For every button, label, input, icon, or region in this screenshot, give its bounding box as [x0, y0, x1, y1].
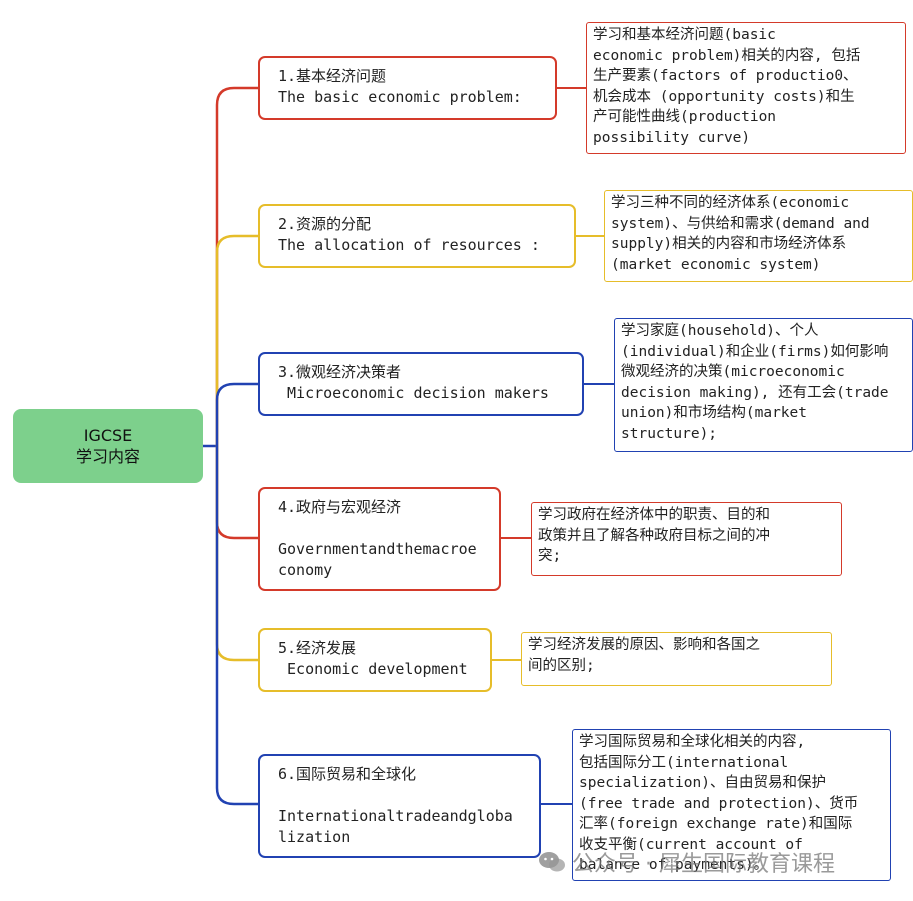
topic-subtitle: Economic development: [278, 660, 468, 678]
topic-title: 2.资源的分配: [278, 215, 372, 233]
topic-note-1: 学习和基本经济问题(basic economic problem)相关的内容, …: [586, 22, 906, 154]
topic-node-3: 3.微观经济决策者 Microeconomic decision makers: [258, 352, 584, 416]
topic-node-5: 5.经济发展 Economic development: [258, 628, 492, 692]
topic-subtitle: The basic economic problem:: [278, 88, 522, 106]
topic-node-1: 1.基本经济问题 The basic economic problem:: [258, 56, 557, 120]
topic-subtitle: Microeconomic decision makers: [278, 384, 549, 402]
topic-subtitle: Governmentandthemacroe conomy: [278, 540, 477, 579]
root-line2: 学习内容: [75, 447, 140, 466]
topic-title: 5.经济发展: [278, 639, 357, 657]
topic-note-5: 学习经济发展的原因、影响和各国之 间的区别;: [521, 632, 832, 686]
topic-title: 3.微观经济决策者: [278, 363, 402, 381]
topic-title: 6.国际贸易和全球化: [278, 765, 417, 783]
topic-note-6: 学习国际贸易和全球化相关的内容, 包括国际分工(international sp…: [572, 729, 891, 881]
topic-node-4: 4.政府与宏观经济 Governmentandthemacroe conomy: [258, 487, 501, 591]
topic-title: 1.基本经济问题: [278, 67, 387, 85]
topic-subtitle: Internationaltradeandgloba lization: [278, 807, 513, 846]
root-node: IGCSE 学习内容: [13, 409, 203, 483]
topic-node-6: 6.国际贸易和全球化 Internationaltradeandgloba li…: [258, 754, 541, 858]
topic-subtitle: The allocation of resources :: [278, 236, 540, 254]
topic-note-4: 学习政府在经济体中的职责、目的和 政策并且了解各种政府目标之间的冲 突;: [531, 502, 842, 576]
topic-node-2: 2.资源的分配 The allocation of resources :: [258, 204, 576, 268]
topic-note-3: 学习家庭(household)、个人 (individual)和企业(firms…: [614, 318, 913, 452]
topic-title: 4.政府与宏观经济: [278, 498, 402, 516]
wechat-icon: [539, 852, 565, 872]
watermark-text: 公众号 · 犀生国际教育课程: [572, 852, 835, 877]
root-line1: IGCSE: [83, 426, 133, 445]
topic-note-2: 学习三种不同的经济体系(economic system)、与供给和需求(dema…: [604, 190, 913, 282]
watermark: 公众号 · 犀生国际教育课程: [538, 846, 835, 878]
